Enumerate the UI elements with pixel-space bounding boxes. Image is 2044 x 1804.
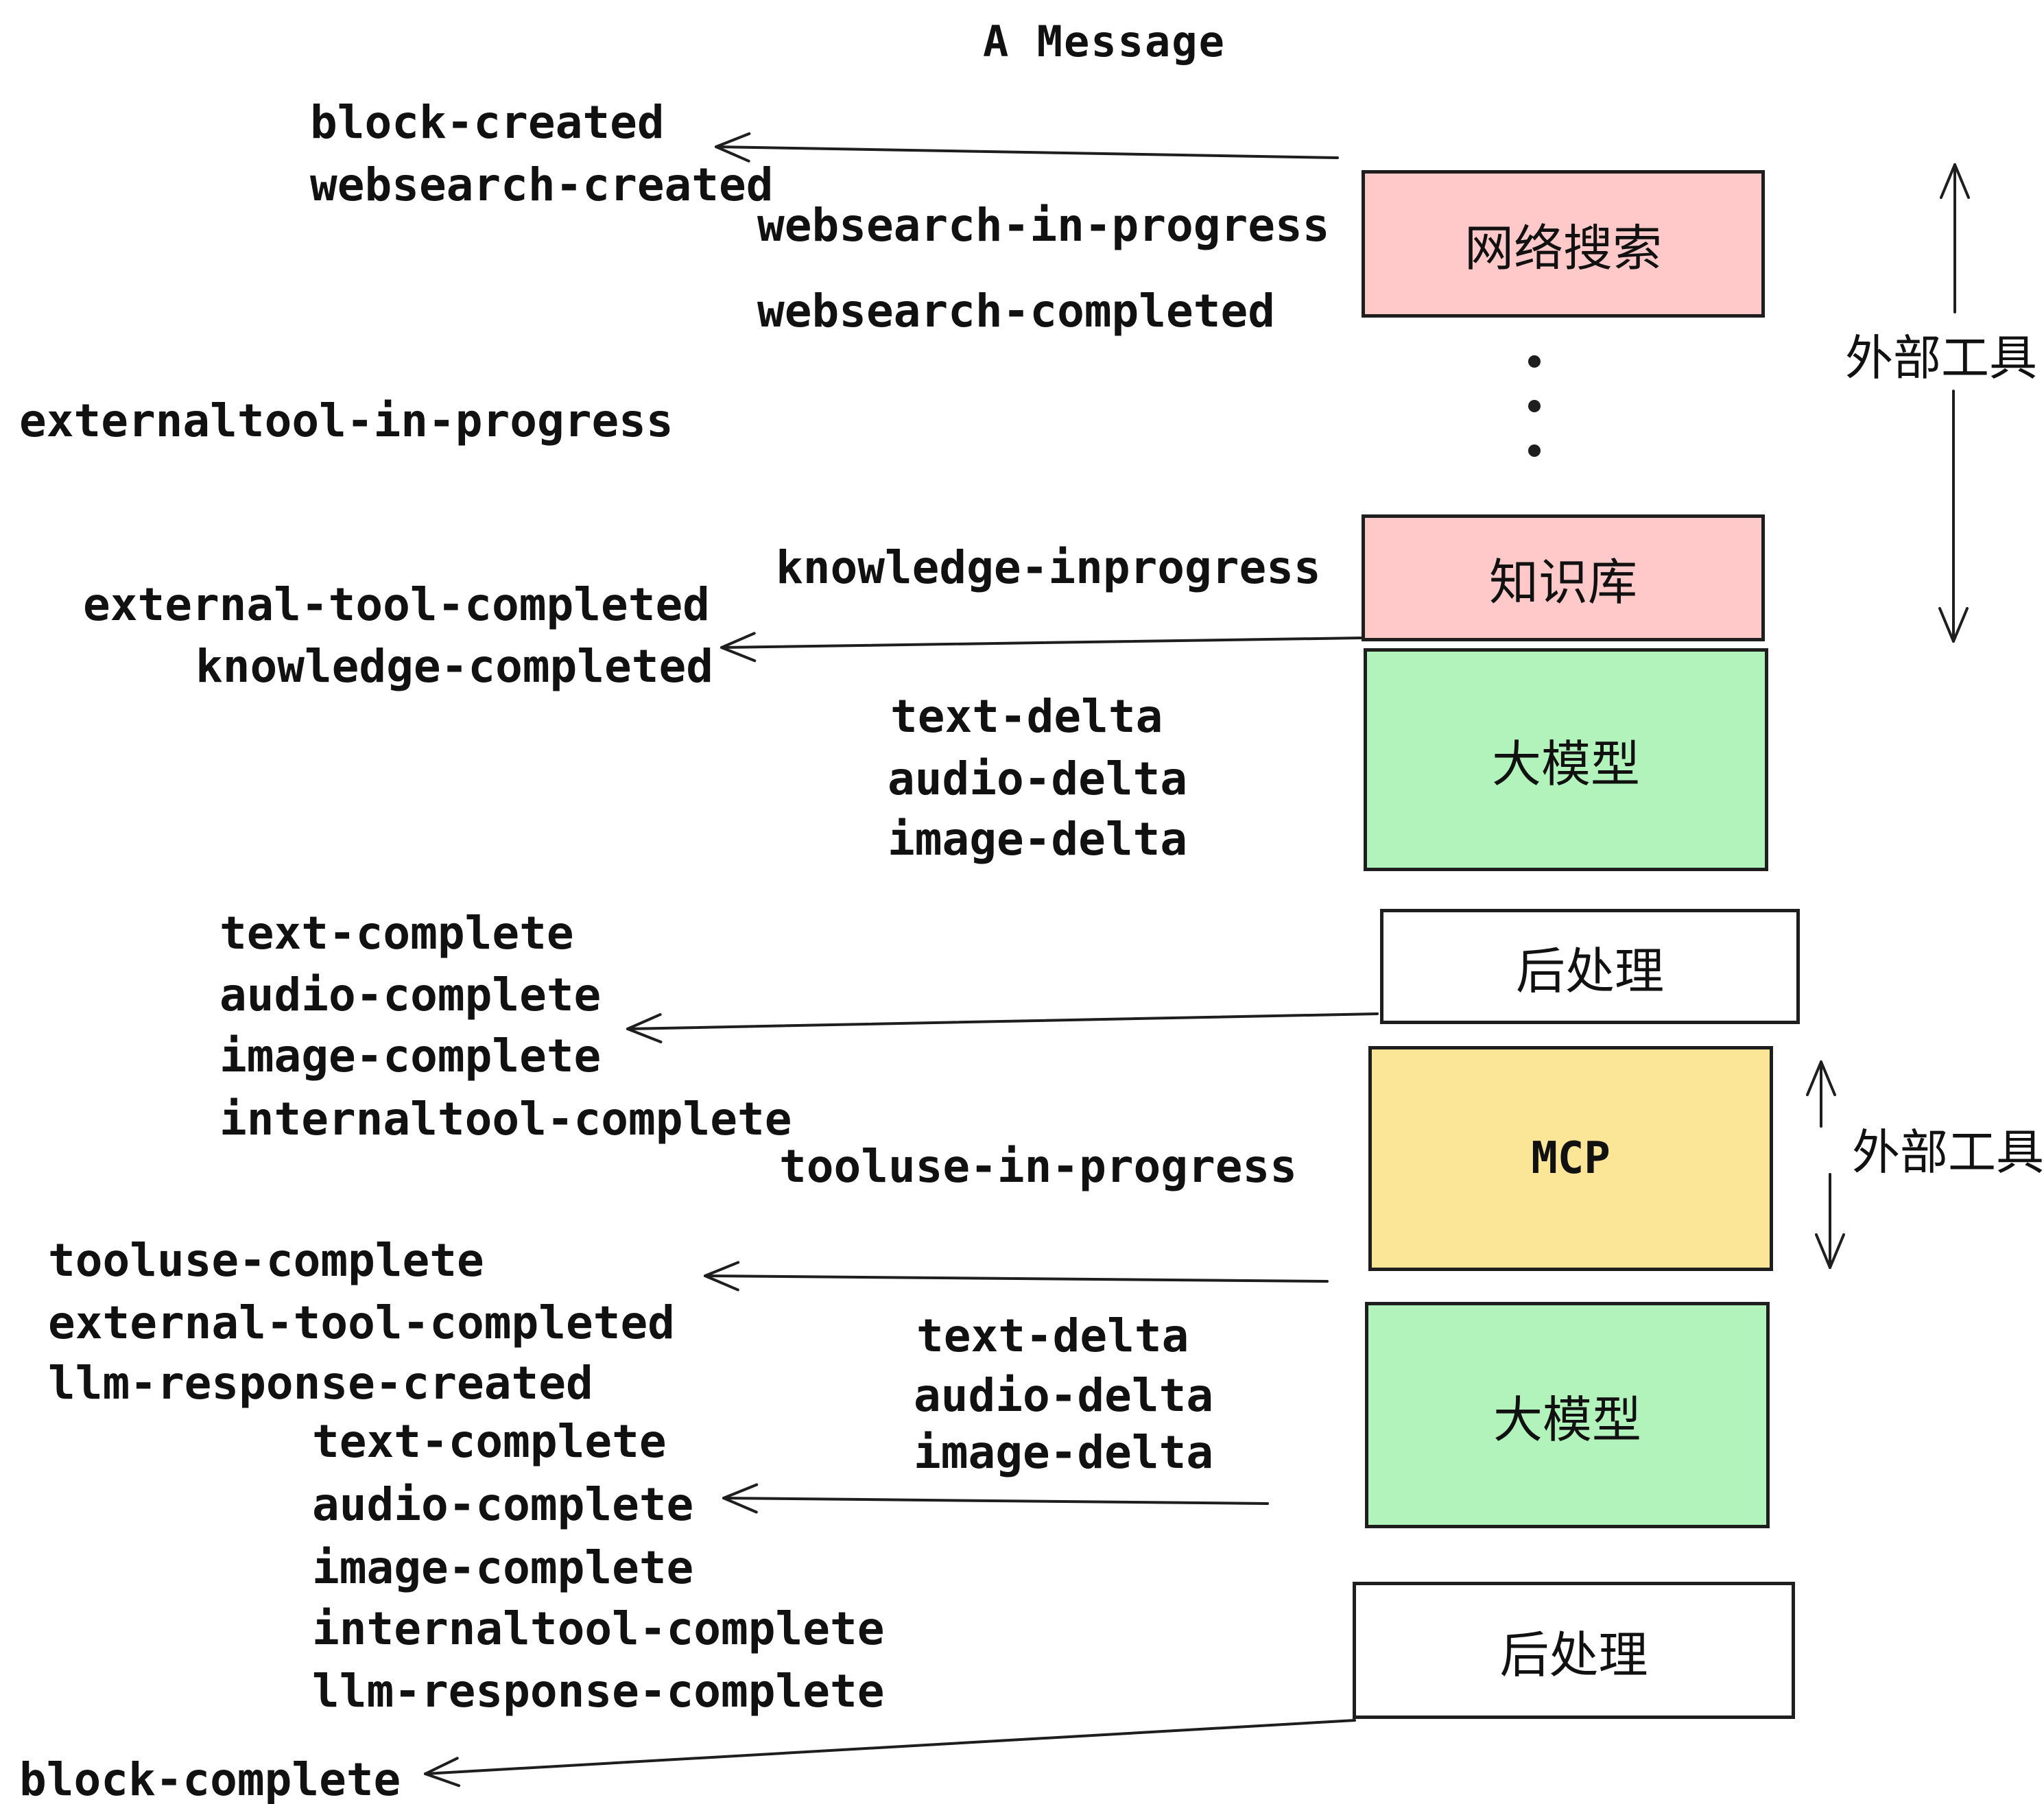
- box-llm-2: 大模型: [1365, 1302, 1770, 1528]
- arrow-post1-to-image-complete: [626, 1012, 1379, 1044]
- event-image-complete-1: image-complete: [219, 1030, 602, 1082]
- event-audio-delta-1: audio-delta: [888, 752, 1188, 805]
- arrow-post2-to-block-complete: [424, 1719, 1356, 1788]
- event-internaltool-complete-2: internaltool-complete: [312, 1602, 885, 1655]
- box-knowledge: 知识库: [1362, 514, 1765, 641]
- event-text-delta-2: text-delta: [916, 1309, 1189, 1362]
- ellipsis-dots-icon: [1528, 355, 1541, 457]
- event-internaltool-complete-1: internaltool-complete: [219, 1093, 792, 1146]
- event-external-tool-completed-2: external-tool-completed: [48, 1296, 675, 1349]
- event-llm-response-created: llm-response-created: [48, 1357, 593, 1410]
- event-llm-response-complete: llm-response-complete: [312, 1665, 885, 1718]
- arrow-knowledge-to-knowledge-completed: [720, 632, 1363, 663]
- event-knowledge-inprogress: knowledge-inprogress: [776, 541, 1321, 594]
- event-tooluse-complete: tooluse-complete: [48, 1234, 484, 1287]
- box-websearch-label: 网络搜索: [1464, 219, 1662, 277]
- box-llm-2-label: 大模型: [1493, 1390, 1641, 1449]
- arrow-websearch-to-block-created: [715, 132, 1339, 163]
- box-postprocess-1: 后处理: [1380, 909, 1800, 1024]
- event-tooluse-in-progress: tooluse-in-progress: [779, 1140, 1297, 1193]
- event-block-created: block-created: [310, 96, 665, 149]
- box-postprocess-2: 后处理: [1353, 1582, 1795, 1719]
- box-postprocess-1-label: 后处理: [1515, 942, 1664, 1000]
- page-title: A Message: [983, 16, 1226, 67]
- box-websearch: 网络搜索: [1362, 170, 1765, 318]
- event-external-tool-completed-1: external-tool-completed: [83, 578, 710, 631]
- event-image-complete-2: image-complete: [312, 1541, 694, 1594]
- event-websearch-in-progress: websearch-in-progress: [757, 199, 1330, 252]
- event-image-delta-1: image-delta: [888, 813, 1188, 866]
- event-text-complete-1: text-complete: [219, 907, 574, 960]
- annotation-external-tool-1: 外部工具: [1845, 330, 2037, 386]
- event-websearch-created: websearch-created: [310, 158, 774, 211]
- event-websearch-completed: websearch-completed: [757, 285, 1275, 337]
- event-image-delta-2: image-delta: [914, 1426, 1214, 1479]
- event-text-complete-2: text-complete: [312, 1415, 667, 1468]
- event-audio-delta-2: audio-delta: [914, 1369, 1214, 1422]
- event-block-complete: block-complete: [19, 1753, 401, 1804]
- box-mcp-label: MCP: [1531, 1133, 1611, 1184]
- event-externaltool-in-progress: externaltool-in-progress: [19, 394, 674, 447]
- event-audio-complete-2: audio-complete: [312, 1478, 694, 1531]
- box-knowledge-label: 知识库: [1488, 554, 1637, 611]
- box-postprocess-2-label: 后处理: [1499, 1626, 1648, 1684]
- box-llm-1: 大模型: [1364, 648, 1768, 871]
- event-knowledge-completed: knowledge-completed: [195, 640, 713, 693]
- box-mcp: MCP: [1368, 1046, 1773, 1271]
- annotation-external-tool-2: 外部工具: [1852, 1124, 2044, 1180]
- box-llm-1-label: 大模型: [1491, 735, 1640, 793]
- arrow-llm2-to-audio-complete: [722, 1483, 1269, 1514]
- event-audio-complete-1: audio-complete: [219, 969, 602, 1021]
- arrow-mcp-to-tooluse-complete: [704, 1261, 1329, 1292]
- event-text-delta-1: text-delta: [890, 690, 1163, 743]
